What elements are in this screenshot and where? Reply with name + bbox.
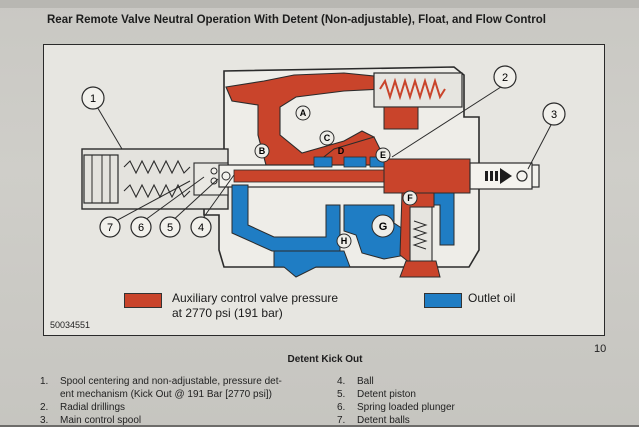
flow-control-spring (412, 220, 428, 250)
label-c: C (324, 133, 331, 143)
label-d: D (338, 146, 345, 156)
callout-6: 6 (138, 222, 144, 234)
label-e: E (380, 150, 386, 160)
spool-land-right (383, 158, 471, 194)
label-a: A (300, 108, 307, 118)
list-item: 5. Detent piston (337, 389, 416, 400)
pressure-legend-label: Auxiliary control valve pressure at 2770… (172, 291, 339, 320)
callout-2: 2 (502, 72, 508, 84)
label-b: B (259, 146, 266, 156)
list-item: 2. Radial drillings (40, 402, 126, 413)
list-item: 6. Spring loaded plunger (337, 402, 455, 413)
callout-5: 5 (167, 222, 173, 234)
outlet-tab-2 (343, 156, 367, 168)
outlet-tab-1 (313, 156, 333, 168)
figure-id: 50034551 (50, 320, 91, 330)
label-g: G (379, 221, 388, 233)
main-spool-red (233, 169, 385, 183)
figure-frame: A B C D E F G H (43, 44, 605, 336)
pressure-legend-swatch (124, 293, 162, 308)
previous-page-edge (0, 0, 639, 8)
centering-spring (123, 159, 191, 175)
list-item: 4. Ball (337, 376, 374, 387)
detent-ball-icon (221, 171, 231, 181)
detent-cap (83, 154, 119, 204)
figure-title: Rear Remote Valve Neutral Operation With… (47, 14, 546, 26)
figure-caption: Detent Kick Out (287, 354, 363, 365)
outlet-passage-h (273, 250, 351, 278)
outlet-legend-swatch (424, 293, 462, 308)
relief-spring (379, 77, 446, 101)
callout-4: 4 (198, 222, 204, 234)
valve-cross-section: A B C D E F G H (81, 65, 566, 278)
label-f: F (407, 193, 413, 203)
outlet-legend-label: Outlet oil (468, 291, 516, 305)
page-number: 10 (594, 343, 607, 355)
outlet-passage-left (231, 184, 341, 252)
label-h: H (341, 236, 348, 246)
movement-arrow-icon (485, 168, 512, 184)
parts-list-left: 1. Spool centering and non-adjustable, p… (40, 375, 325, 427)
parts-list-right: 4. Ball 5. Detent piston 6. Spring loade… (337, 375, 577, 427)
list-item: 1. Spool centering and non-adjustable, p… (40, 376, 282, 400)
callout-1: 1 (90, 93, 96, 105)
callout-3: 3 (551, 109, 557, 121)
pressure-passage-f (399, 192, 435, 265)
list-item: 7. Detent balls (337, 415, 410, 426)
list-item: 3. Main control spool (40, 415, 142, 426)
callout-7: 7 (107, 222, 113, 234)
